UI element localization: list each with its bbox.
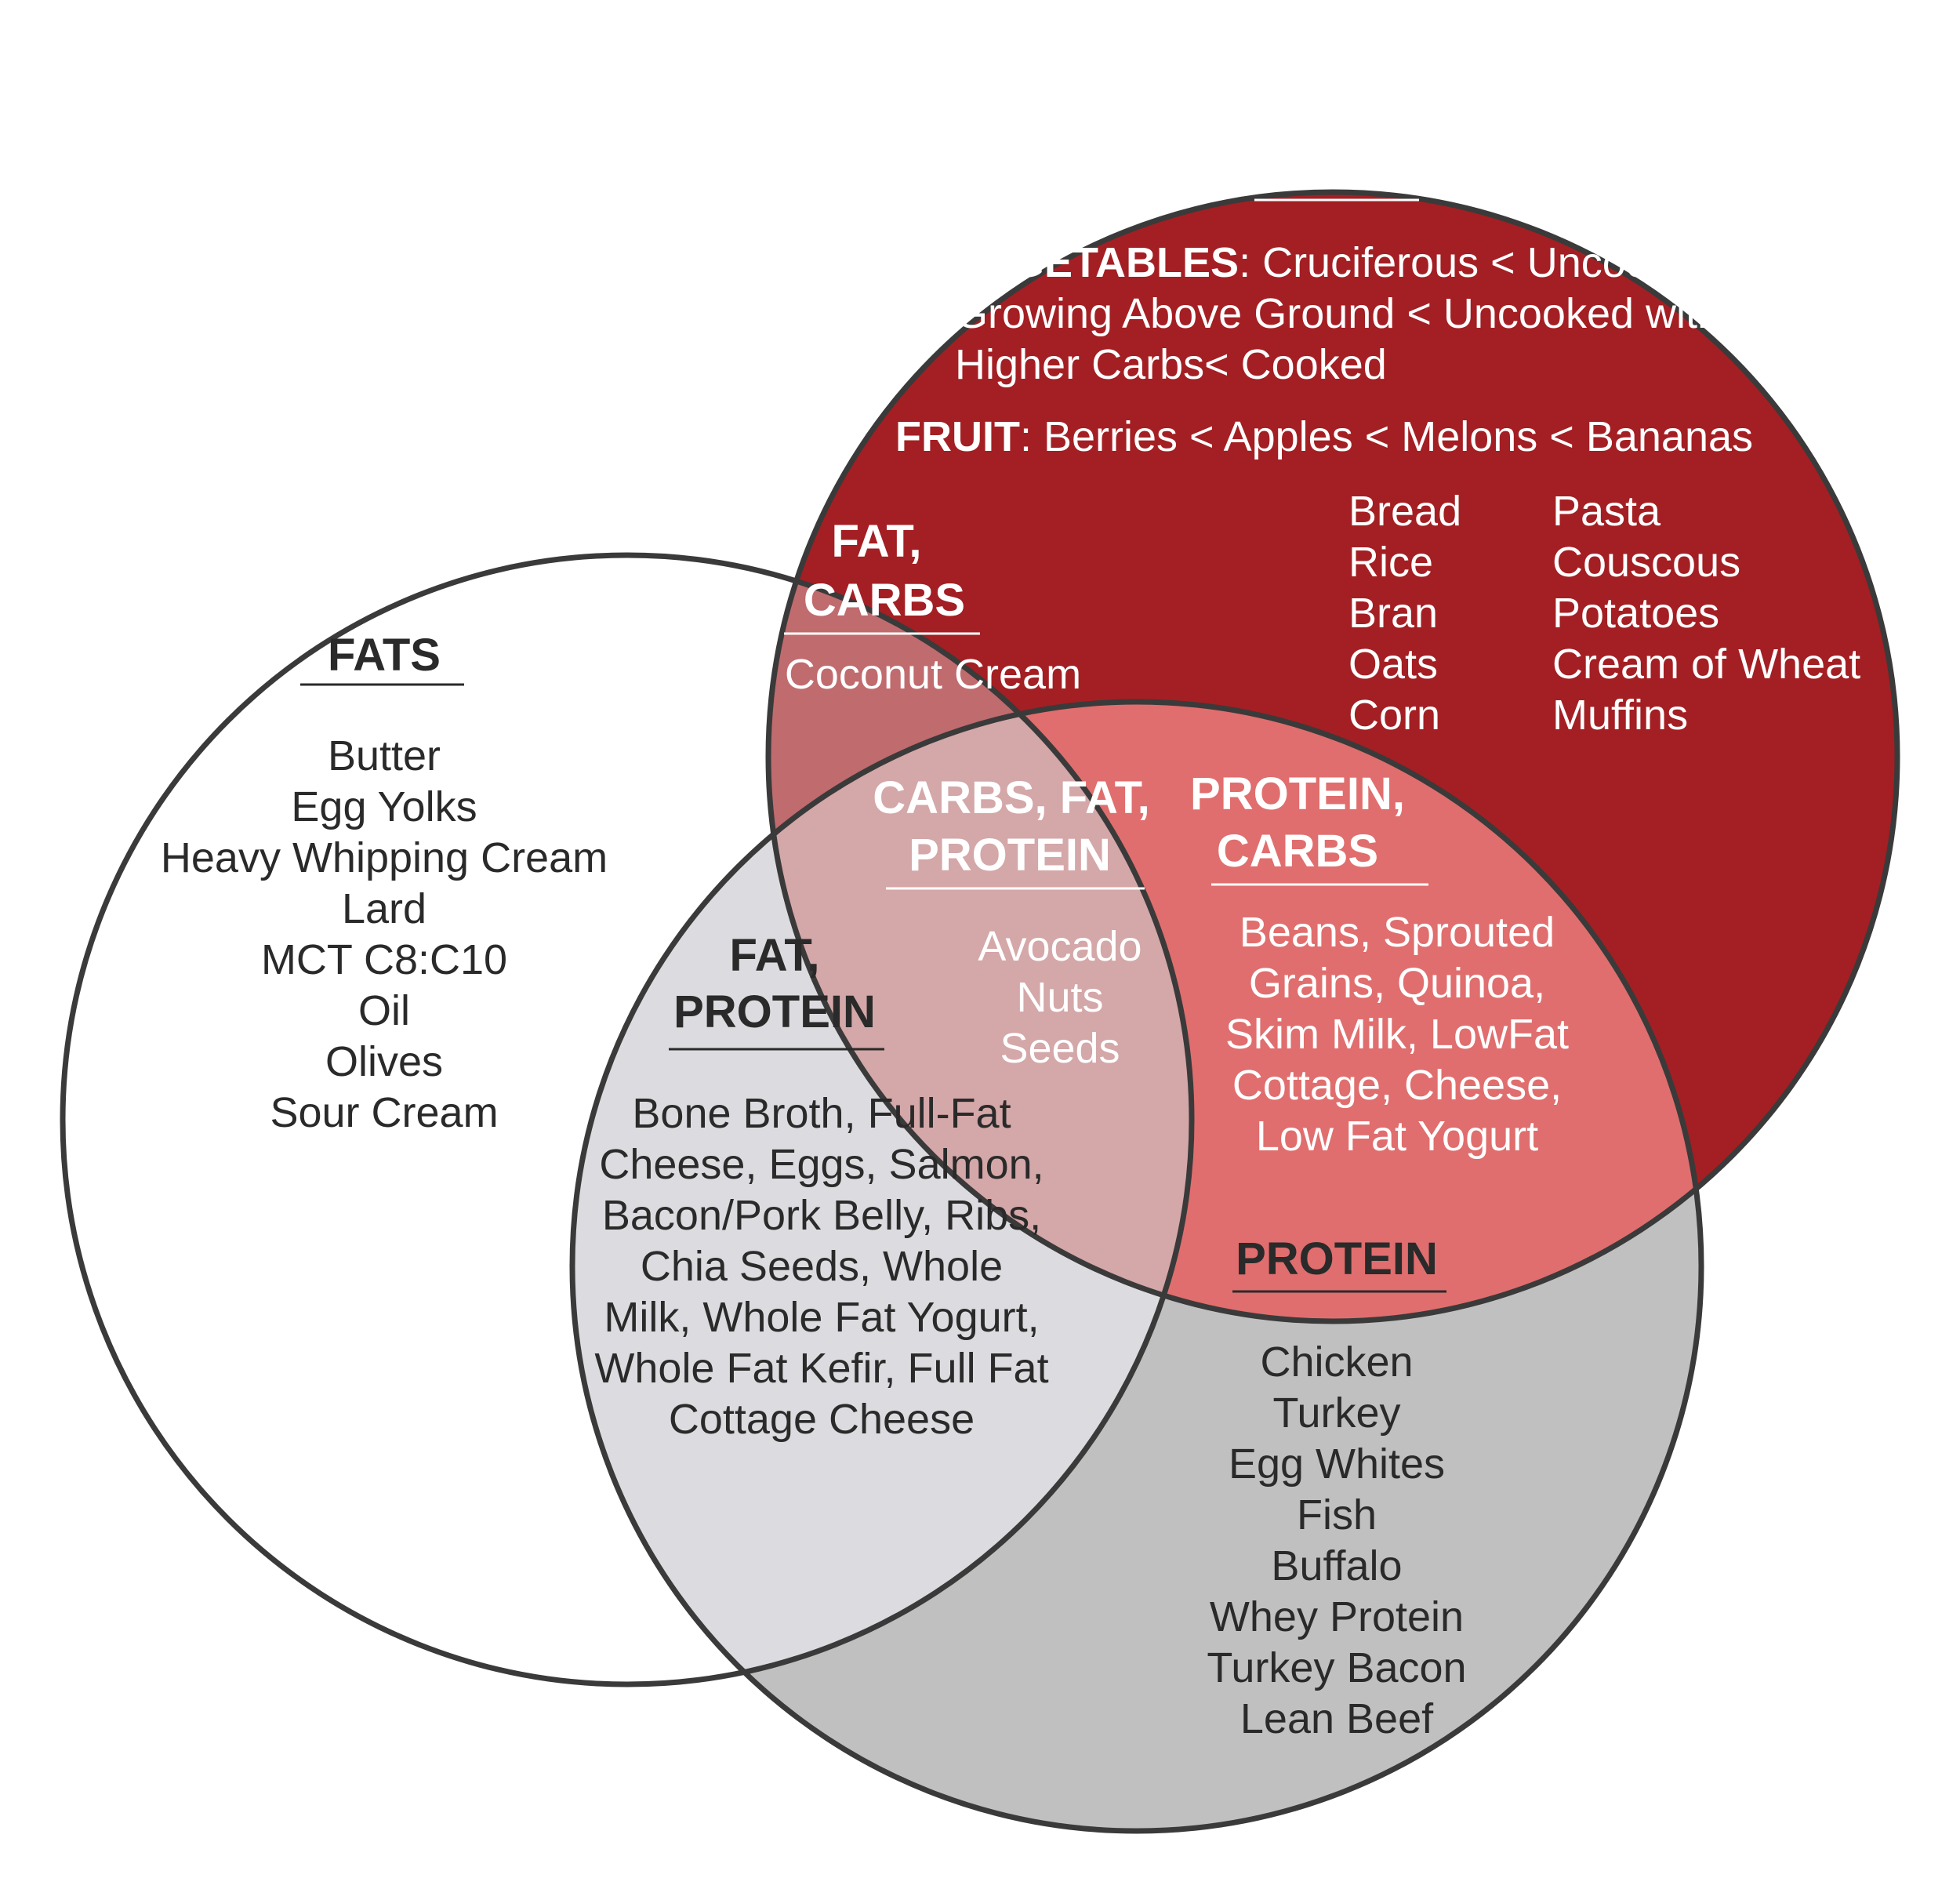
carbs-column1-item: Corn xyxy=(1348,692,1440,739)
carbs-column1-item: Oats xyxy=(1348,641,1438,688)
vegetables-line: Growing Above Ground < Uncooked with xyxy=(955,290,1721,337)
protein-item: Fish xyxy=(1297,1491,1377,1538)
fat-protein-title: PROTEIN xyxy=(673,986,876,1037)
carbs-title: CARBS xyxy=(1256,133,1417,184)
fat-carbs-title: CARBS xyxy=(804,575,965,626)
protein-item: Whey Protein xyxy=(1210,1593,1464,1640)
fat-carbs-item: Coconut Cream xyxy=(785,651,1081,698)
carbs-column1-item: Bran xyxy=(1348,590,1438,637)
protein-carbs-item: Cottage, Cheese, xyxy=(1232,1062,1562,1109)
protein-carbs-item: Beans, Sprouted xyxy=(1240,909,1555,956)
carbs-column2-item: Couscous xyxy=(1552,539,1740,586)
all-three-item: Avocado xyxy=(978,923,1142,970)
fat-carbs-region-text: FAT, CARBS Coconut Cream xyxy=(784,516,1081,698)
protein-carbs-item: Skim Milk, LowFat xyxy=(1225,1011,1569,1058)
fats-item: Lard xyxy=(342,885,426,932)
fats-item: Olives xyxy=(325,1038,443,1085)
fats-title: FATS xyxy=(328,630,441,681)
carbs-column1-item: Bread xyxy=(1348,488,1461,535)
protein-carbs-region-text: PROTEIN, CARBS Beans, Sprouted Grains, Q… xyxy=(1190,768,1569,1160)
fat-protein-item: Whole Fat Kefir, Full Fat xyxy=(594,1345,1048,1392)
fats-region-text: FATS Butter Egg Yolks Heavy Whipping Cre… xyxy=(161,630,608,1136)
carbs-column2-item: Pasta xyxy=(1552,488,1661,535)
fats-item: Butter xyxy=(328,732,441,779)
fat-protein-item: Cheese, Eggs, Salmon, xyxy=(599,1141,1044,1188)
fats-item: Oil xyxy=(358,987,410,1034)
fat-protein-item: Cottage Cheese xyxy=(669,1396,975,1443)
fats-item: Heavy Whipping Cream xyxy=(161,834,608,881)
carbs-region-text: CARBS VEGETABLES: Cruciferous < Uncooked… xyxy=(895,133,1860,739)
fats-item: Egg Yolks xyxy=(291,783,477,830)
all-three-title: PROTEIN xyxy=(909,830,1111,881)
carbs-column2-item: Cream of Wheat xyxy=(1552,641,1860,688)
protein-carbs-title: CARBS xyxy=(1217,826,1378,877)
protein-title: PROTEIN xyxy=(1236,1233,1438,1284)
carbs-column2-item: Muffins xyxy=(1552,692,1688,739)
all-three-item: Seeds xyxy=(1000,1025,1120,1072)
fat-protein-region-text: FAT, PROTEIN Bone Broth, Full-Fat Cheese… xyxy=(594,930,1048,1443)
fat-carbs-title: FAT, xyxy=(832,516,922,567)
fat-protein-item: Chia Seeds, Whole xyxy=(641,1243,1003,1290)
all-three-region-text: CARBS, FAT, PROTEIN Avocado Nuts Seeds xyxy=(873,772,1149,1072)
carbs-column1-item: Rice xyxy=(1348,539,1433,586)
protein-carbs-title: PROTEIN, xyxy=(1190,768,1405,819)
fruit-line: FRUIT: Berries < Apples < Melons < Banan… xyxy=(895,413,1753,460)
protein-circle-outline xyxy=(569,699,1704,1834)
protein-item: Turkey Bacon xyxy=(1207,1644,1466,1691)
fat-protein-item: Bacon/Pork Belly, Ribs, xyxy=(602,1192,1041,1239)
protein-carbs-item: Grains, Quinoa, xyxy=(1249,960,1545,1007)
carbs-circle-outline xyxy=(765,189,1900,1324)
all-three-title: CARBS, FAT, xyxy=(873,772,1149,823)
protein-carbs-item: Low Fat Yogurt xyxy=(1256,1113,1538,1160)
vegetables-line: Higher Carbs< Cooked xyxy=(955,341,1387,388)
carbs-column2-item: Potatoes xyxy=(1552,590,1719,637)
protein-item: Lean Beef xyxy=(1240,1695,1434,1742)
all-three-item: Nuts xyxy=(1016,974,1103,1021)
fat-protein-title: FAT, xyxy=(730,930,820,981)
protein-region-text: PROTEIN Chicken Turkey Egg Whites Fish B… xyxy=(1207,1233,1466,1742)
all-three-overlap xyxy=(768,702,1192,1321)
vegetables-line: VEGETABLES: Cruciferous < Uncooked xyxy=(955,239,1718,286)
protein-item: Turkey xyxy=(1272,1390,1400,1437)
fats-circle-outline xyxy=(60,552,1195,1687)
fats-item: Sour Cream xyxy=(270,1089,498,1136)
protein-item: Egg Whites xyxy=(1229,1440,1445,1488)
fat-protein-item: Milk, Whole Fat Yogurt, xyxy=(604,1294,1039,1341)
fat-protein-item: Bone Broth, Full-Fat xyxy=(632,1090,1011,1137)
protein-item: Chicken xyxy=(1260,1339,1413,1386)
protein-item: Buffalo xyxy=(1271,1542,1402,1589)
fats-item: MCT C8:C10 xyxy=(261,936,507,983)
